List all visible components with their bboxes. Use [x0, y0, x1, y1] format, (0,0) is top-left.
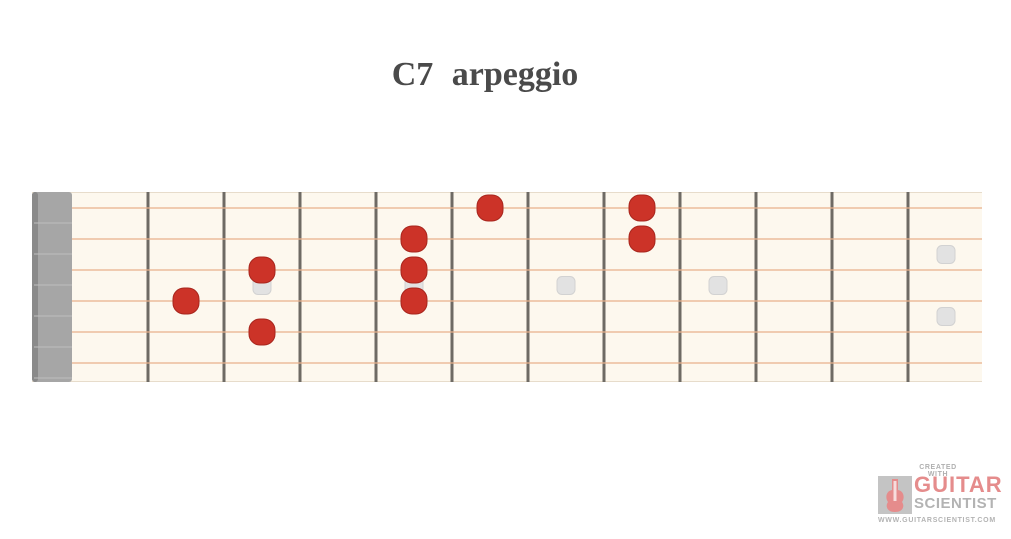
note-dot — [248, 256, 276, 284]
note-dot — [172, 287, 200, 315]
page-title: C7 arpeggio — [391, 56, 579, 93]
fret-inlay — [936, 307, 956, 326]
fretboard — [32, 192, 982, 382]
note-dot — [400, 256, 428, 284]
note-dot — [628, 225, 656, 253]
fret-inlay — [556, 276, 576, 295]
nut — [32, 192, 72, 382]
note-dot — [476, 194, 504, 222]
note-dot — [628, 194, 656, 222]
fretboard-diagram — [32, 192, 982, 382]
fret-inlay — [936, 245, 956, 264]
logo-created-with: CREATED WITH — [919, 464, 957, 478]
guitar-icon — [878, 476, 912, 514]
logo-word-guitar: GUITAR — [914, 472, 1003, 497]
nut-edge — [32, 192, 38, 382]
logo-word-scientist: SCIENTIST — [914, 495, 997, 512]
fretboard-background — [32, 192, 982, 382]
note-dot — [248, 318, 276, 346]
note-dot — [400, 287, 428, 315]
note-dot — [400, 225, 428, 253]
logo: CREATED WITH GUITAR SCIENTIST WWW.GUITAR… — [876, 464, 1002, 530]
fret-inlay — [708, 276, 728, 295]
logo-url: WWW.GUITARSCIENTIST.COM — [878, 517, 996, 524]
